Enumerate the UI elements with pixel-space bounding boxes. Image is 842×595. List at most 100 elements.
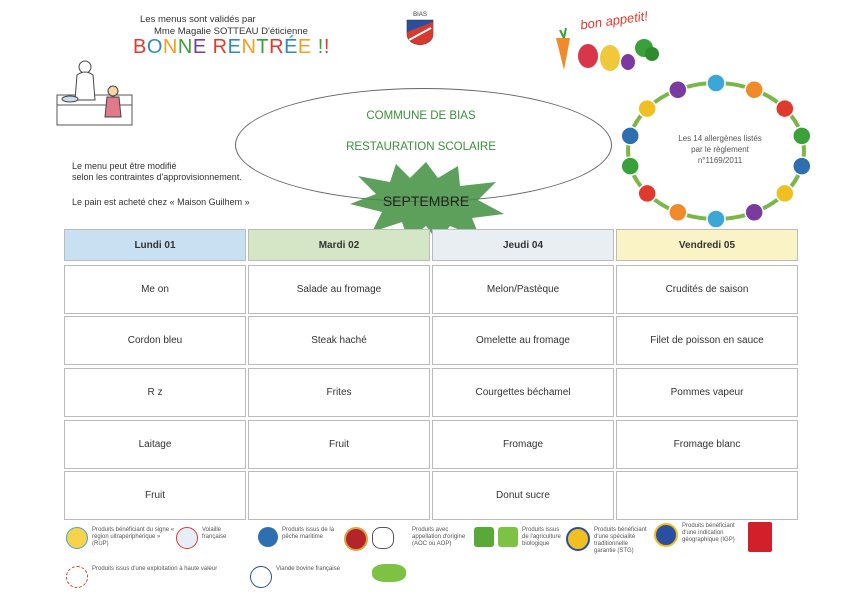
legend-peche-text: Produits issus de la pêche maritime bbox=[282, 527, 335, 540]
greeting-letter: N bbox=[162, 36, 178, 58]
dish-cell: Steak haché bbox=[248, 316, 430, 365]
dish-cell bbox=[248, 471, 430, 520]
allergen-icon bbox=[637, 98, 657, 119]
modification-note-line-1: Le menu peut être modifié bbox=[72, 161, 177, 171]
validation-note: Les menus sont validés par Mme Magalie S… bbox=[140, 14, 308, 38]
allergen-icon bbox=[706, 73, 726, 93]
legend-stg-text: Produits bénéficiant d'une spécialité tr… bbox=[594, 527, 647, 554]
legend-rup-text: Produits bénéficiant du signe « région u… bbox=[92, 527, 175, 547]
legend-rup: Produits bénéficiant du signe « région u… bbox=[66, 527, 176, 549]
greeting-letter: R bbox=[269, 36, 285, 58]
commune-name: COMMUNE DE BIAS bbox=[366, 110, 476, 122]
hve-logo-icon bbox=[66, 566, 88, 588]
greeting-letter: R bbox=[212, 36, 228, 58]
allergen-icon bbox=[668, 202, 688, 223]
allergen-icon bbox=[637, 183, 657, 204]
day-header: Vendredi 05 bbox=[616, 229, 798, 261]
legend-hve: Produits issus d'une exploitation à haut… bbox=[66, 566, 246, 588]
dish-cell: Filet de poisson en sauce bbox=[616, 316, 798, 365]
legend-volaille-text: Volaille française bbox=[202, 527, 227, 540]
greeting-letter: E bbox=[297, 36, 312, 58]
legend-bio-text: Produits issus de l'agriculture biologiq… bbox=[522, 527, 561, 547]
greeting-letter: B bbox=[133, 36, 147, 58]
dish-cell: Fruit bbox=[64, 471, 246, 520]
validation-line-2: Mme Magalie SOTTEAU D'éticienne bbox=[154, 26, 308, 37]
allergen-icon bbox=[620, 156, 640, 176]
greeting-letter: O bbox=[146, 36, 163, 58]
legend-bio: Produits issus de l'agriculture biologiq… bbox=[474, 527, 564, 548]
allergen-icon bbox=[744, 202, 764, 223]
aoc-logo-icon bbox=[372, 527, 394, 549]
allergens-caption-line-1: Les 14 allergènes listés bbox=[678, 134, 762, 143]
local-product-logo-icon bbox=[372, 564, 406, 582]
allergens-caption: Les 14 allergènes listés par le règlemen… bbox=[670, 133, 770, 166]
ab-bio-logo-icon bbox=[474, 527, 494, 547]
bias-shield-icon bbox=[406, 19, 434, 46]
igp-logo-icon bbox=[654, 523, 678, 547]
greeting-letter: T bbox=[256, 36, 270, 58]
bias-logo: BIAS bbox=[405, 12, 435, 48]
legend-aoc-logos bbox=[344, 527, 408, 551]
label-rouge-logo-icon bbox=[748, 522, 772, 552]
bias-logo-text: BIAS bbox=[413, 12, 427, 18]
stg-logo-icon bbox=[566, 527, 590, 551]
day-header: Lundi 01 bbox=[64, 229, 246, 261]
allergen-icon bbox=[668, 79, 688, 100]
dish-cell: Omelette au fromage bbox=[432, 316, 614, 365]
dish-cell: Cordon bleu bbox=[64, 316, 246, 365]
dish-cell: Frites bbox=[248, 368, 430, 417]
legend-viande-text: Viande bovine française bbox=[276, 566, 340, 572]
dish-cell: Salade au fromage bbox=[248, 265, 430, 314]
allergens-caption-line-2: par le règlement n°1169/2011 bbox=[691, 145, 749, 165]
rup-logo-icon bbox=[66, 527, 88, 549]
legend-label-rouge bbox=[748, 522, 774, 552]
bread-note: Le pain est acheté chez « Maison Guilhem… bbox=[72, 197, 250, 207]
viande-logo-icon bbox=[250, 566, 272, 588]
volaille-logo-icon bbox=[176, 527, 198, 549]
dish-cell: Courgettes béchamel bbox=[432, 368, 614, 417]
allergen-icon bbox=[775, 98, 795, 119]
legend-stg: Produits bénéficiant d'une spécialité tr… bbox=[566, 527, 650, 555]
dish-cell: Fromage blanc bbox=[616, 420, 798, 469]
dish-cell: Pommes vapeur bbox=[616, 368, 798, 417]
legend-volaille: Volaille française bbox=[176, 527, 246, 549]
legend-igp-text: Produits bénéficiant d'une indication gé… bbox=[682, 523, 735, 543]
allergen-icon bbox=[792, 156, 812, 176]
day-header: Mardi 02 bbox=[248, 229, 430, 261]
legend-peche: Produits issus de la pêche maritime bbox=[258, 527, 342, 547]
september-starburst-icon bbox=[350, 162, 504, 242]
vegetables-icon bbox=[556, 27, 659, 71]
legend-viande: Viande bovine française bbox=[250, 566, 370, 588]
greeting-letter: N bbox=[177, 36, 193, 58]
month-title: SEPTEMBRE bbox=[382, 193, 470, 209]
dish-cell: Fruit bbox=[248, 420, 430, 469]
peche-logo-icon bbox=[258, 527, 278, 547]
dish-cell: Donut sucre bbox=[432, 471, 614, 520]
greeting-letter: ! bbox=[317, 36, 324, 58]
allergens-wheel: Les 14 allergènes listés par le règlemen… bbox=[616, 72, 816, 230]
greeting-letter: É bbox=[284, 36, 298, 58]
cafeteria-illustration bbox=[56, 60, 133, 126]
allergen-icon bbox=[706, 209, 726, 229]
greeting-letter: E bbox=[192, 36, 207, 58]
greeting-letter: E bbox=[227, 36, 242, 58]
legend-hve-text: Produits issus d'une exploitation à haut… bbox=[92, 566, 218, 572]
greeting-letter: N bbox=[241, 36, 257, 58]
allergens-ring-icon bbox=[620, 73, 812, 229]
allergen-icon bbox=[744, 79, 764, 100]
validation-line-1: Les menus sont validés par bbox=[140, 14, 256, 25]
dish-cell: R z bbox=[64, 368, 246, 417]
modification-note: Le menu peut être modifié selon les cont… bbox=[72, 161, 242, 183]
dish-cell bbox=[616, 471, 798, 520]
dish-cell: Laitage bbox=[64, 420, 246, 469]
allergen-icon bbox=[792, 126, 812, 146]
legend-aoc-text: Produits avec appellation d'origine (AOC… bbox=[412, 527, 466, 547]
dish-cell: Melon/Pastèque bbox=[432, 265, 614, 314]
legend-igp: Produits bénéficiant d'une indication gé… bbox=[654, 523, 738, 547]
dish-cell: Crudités de saison bbox=[616, 265, 798, 314]
allergen-icon bbox=[775, 183, 795, 204]
aop-logo-icon bbox=[344, 527, 368, 551]
greeting-title: BONNE RENTRÉE !! bbox=[133, 36, 330, 59]
service-name: RESTAURATION SCOLAIRE bbox=[346, 141, 496, 153]
greeting-letter: ! bbox=[323, 36, 330, 58]
